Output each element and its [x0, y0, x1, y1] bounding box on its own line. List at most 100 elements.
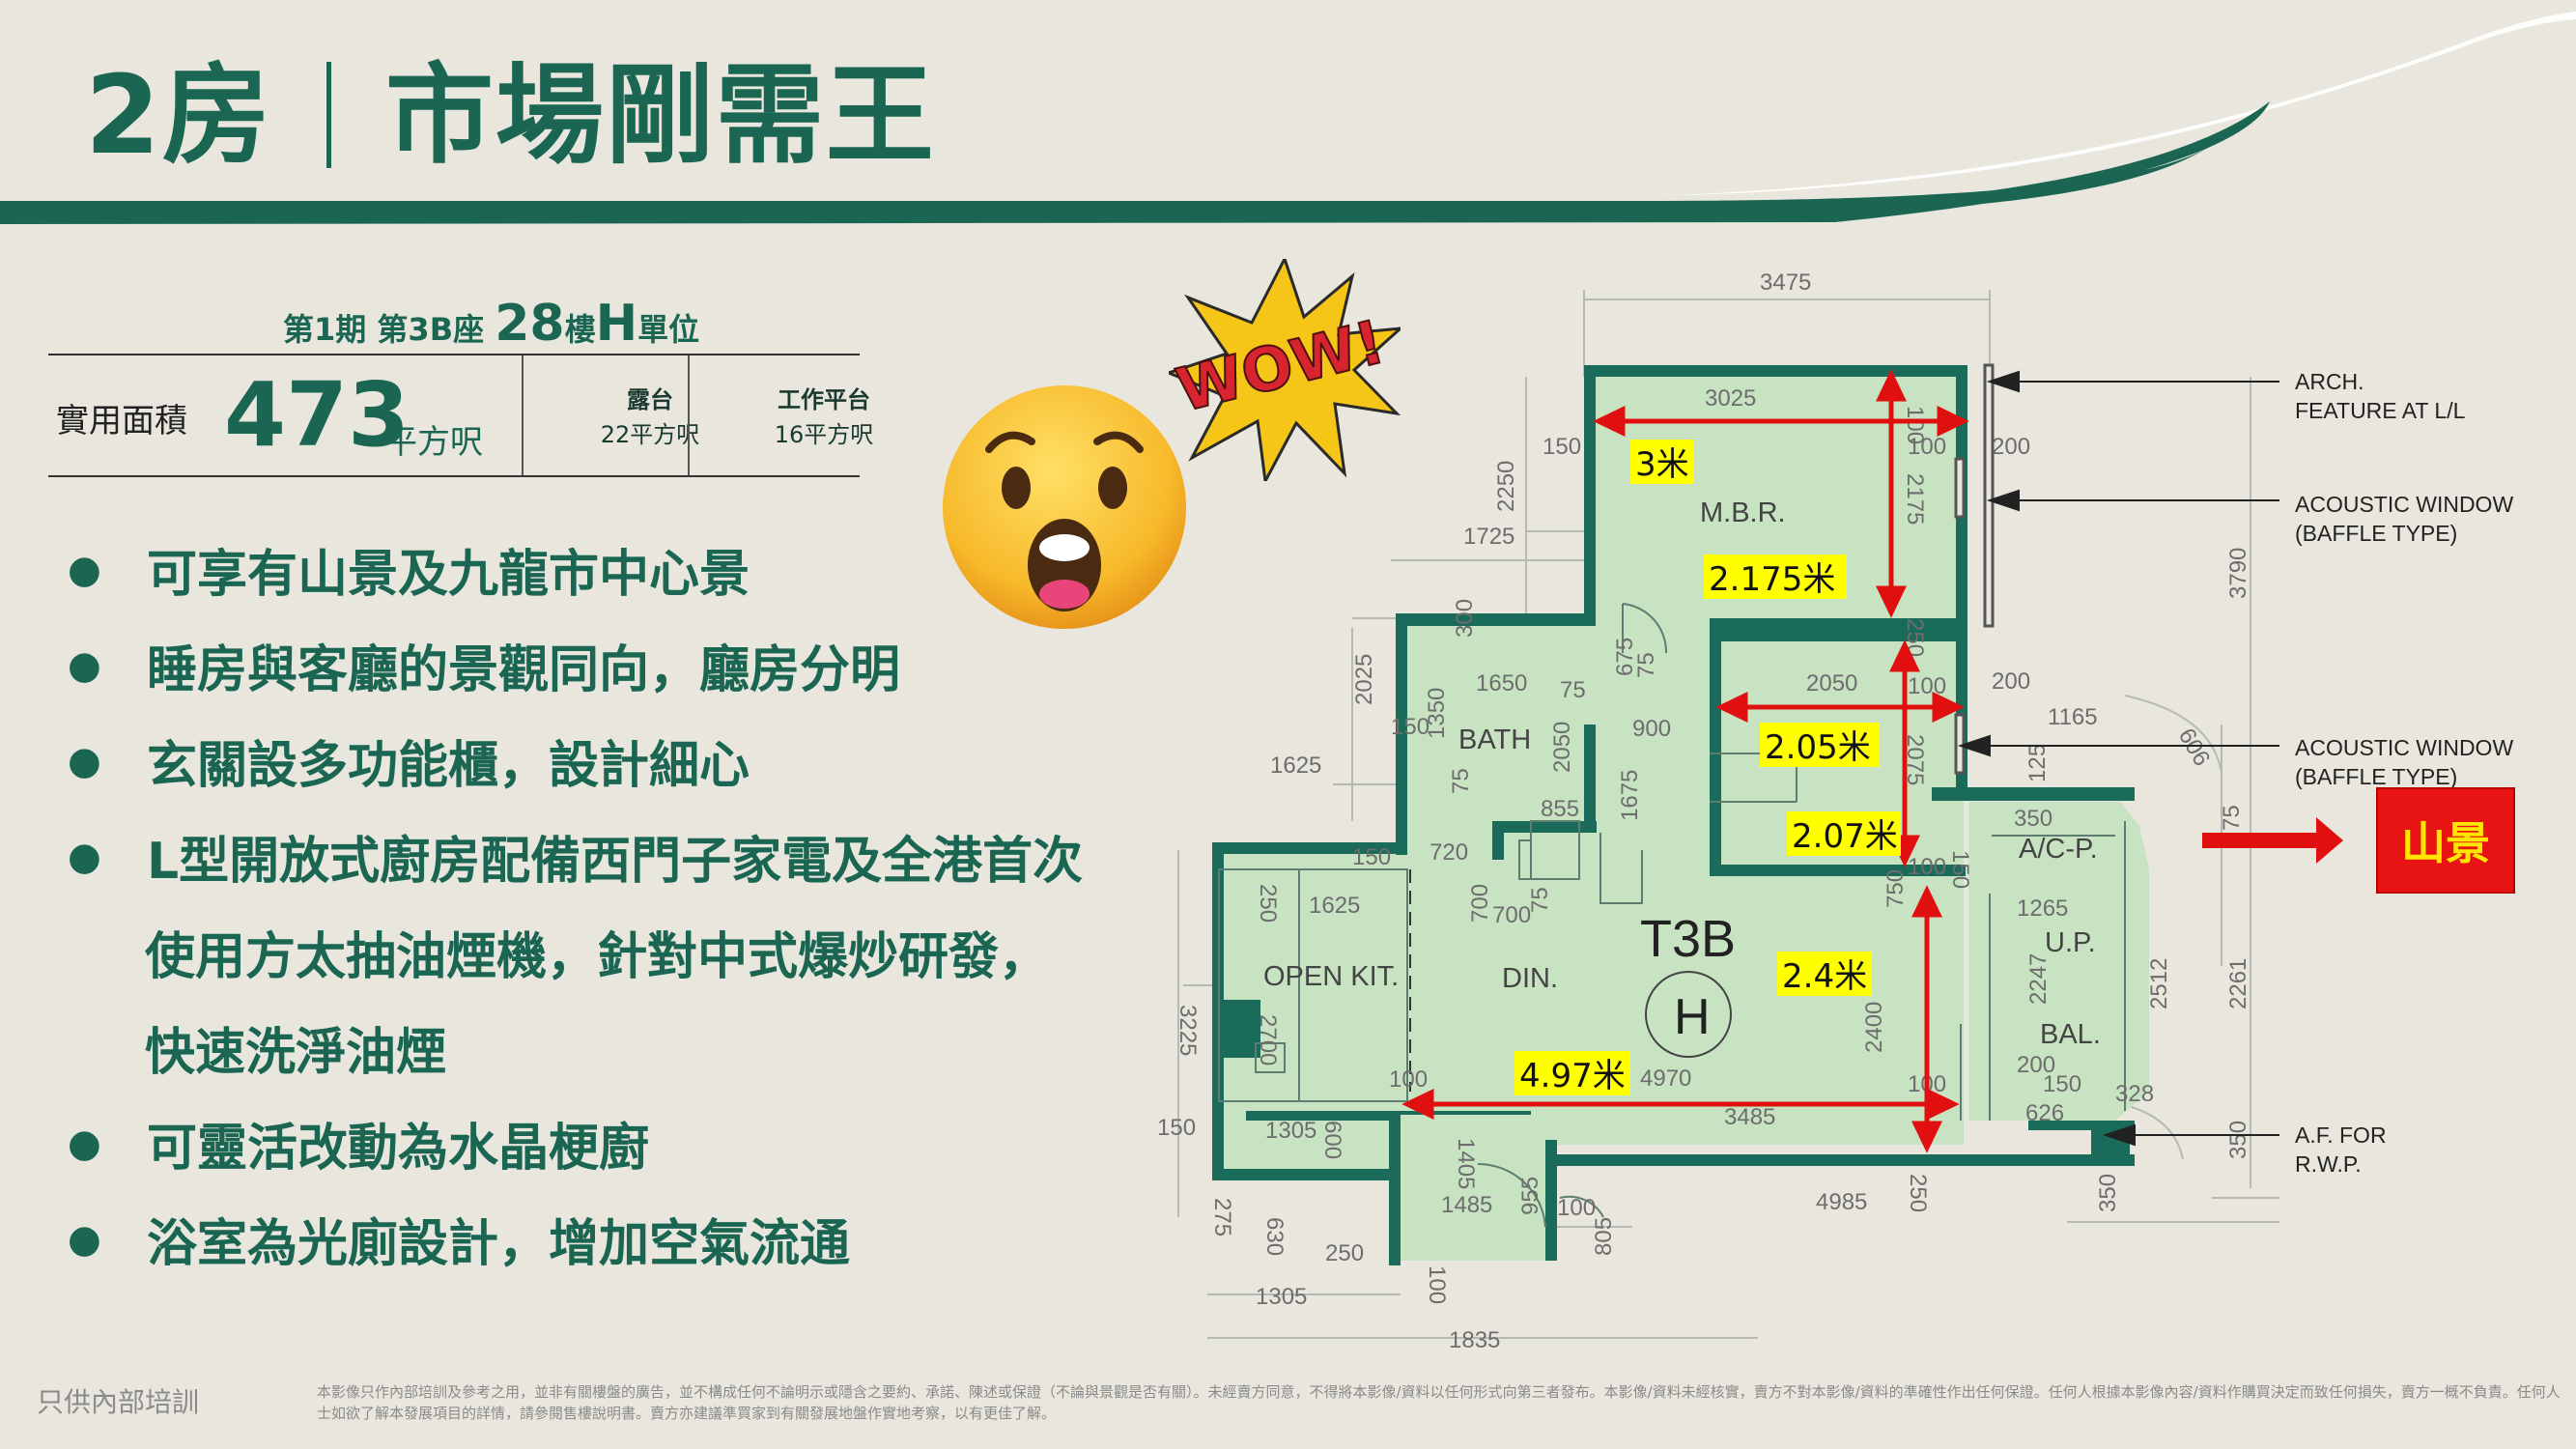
note-rwp: R.W.P.	[2295, 1151, 2362, 1177]
balcony-area: 露台 22平方呎	[568, 383, 732, 452]
feature-list: ●可享有山景及九龍市中心景 ●睡房與客廳的景觀同向，廳房分明 ●玄關設多功能櫃，…	[66, 522, 1167, 1287]
note-af: A.F. FOR	[2295, 1122, 2387, 1148]
mountain-view-label: 山景	[2376, 787, 2515, 894]
dimension-label: 250	[1905, 1174, 1931, 1212]
dimension-label: 2261	[2225, 958, 2251, 1009]
floor-unit: 樓	[564, 311, 596, 348]
dimension-label: 1835	[1449, 1327, 1500, 1353]
wow-burst-icon: WOW!	[1169, 259, 1401, 481]
list-item-text: 使用方太抽油煙機，針對中式爆炒研發，	[145, 928, 1050, 986]
dimension-label: 75	[1527, 887, 1553, 913]
dimension-label: 2025	[1351, 654, 1377, 705]
dimension-label: 100	[1389, 1066, 1428, 1093]
dimension-label: 150	[2043, 1071, 2081, 1097]
note-feature: FEATURE AT L/L	[2295, 398, 2466, 423]
room-label-kitchen: OPEN KIT.	[1263, 961, 1399, 992]
dimension-label: 1405	[1453, 1138, 1479, 1189]
room-label-acp: A/C-P.	[2019, 834, 2098, 865]
area-table: 實用面積 473 平方呎 露台 22平方呎 工作平台 16平方呎	[48, 354, 873, 477]
dimension-label: 1165	[2048, 704, 2098, 730]
title-tagline: 市場剛需王	[384, 53, 936, 179]
list-item: ●可靈活改動為水晶梗廚	[66, 1095, 1167, 1191]
dimension-label: 1625	[1309, 893, 1360, 919]
list-item: ●睡房與客廳的景觀同向，廳房分明	[66, 617, 1167, 713]
list-item: ● L型開放式廚房配備西門子家電及全港首次	[66, 809, 1167, 904]
block-text: 第3B座	[377, 311, 485, 348]
dimension-label: 75	[1633, 652, 1659, 678]
list-item-text: L型開放式廚房配備西門子家電及全港首次	[147, 833, 1084, 891]
list-item: ● 玄關設多功能櫃，設計細心	[66, 713, 1167, 809]
room-label-up: U.P.	[2045, 927, 2096, 958]
dimension-label: 100	[1908, 673, 1946, 699]
dimension-label: 150	[1159, 1115, 1196, 1141]
list-item-continued: 快速洗淨油煙	[66, 1000, 1167, 1095]
dimension-label: 1625	[1270, 753, 1321, 779]
dimension-label: 328	[2115, 1081, 2154, 1107]
floor-plan: M.B.R. BATH OPEN KIT. DIN. A/C-P. U.P. B…	[1159, 270, 2513, 1353]
dimension-label: 1675	[1617, 770, 1643, 821]
dimension-label: 2247	[2025, 953, 2052, 1005]
dimension-label: 2250	[1493, 461, 1519, 512]
living-width-label: 2.4米	[1782, 957, 1867, 996]
bullet-icon: ●	[68, 834, 101, 879]
page-title: 2房市場剛需王	[85, 39, 936, 193]
platform-area: 工作平台 16平方呎	[742, 383, 906, 452]
dimension-label: 250	[1255, 884, 1281, 923]
balcony-value: 22平方呎	[600, 421, 700, 448]
dimension-label: 3790	[2225, 548, 2251, 599]
dimension-label: 630	[1261, 1217, 1288, 1256]
unit-code: T3B	[1640, 910, 1736, 968]
room-label-dining: DIN.	[1502, 963, 1558, 994]
dimension-label: 1725	[1463, 524, 1514, 550]
unit-letter: H	[1674, 989, 1711, 1045]
note-acoustic-window: ACOUSTIC WINDOW	[2295, 492, 2513, 517]
measurement-arrows	[1401, 369, 1969, 1153]
dimension-label: 300	[1452, 599, 1478, 638]
dimension-label: 1485	[1441, 1192, 1492, 1218]
note-acoustic-window: ACOUSTIC WINDOW	[2295, 735, 2513, 760]
dimension-label: 75	[2219, 805, 2245, 831]
internal-use-note: 只供內部培訓	[37, 1386, 200, 1418]
bullet-icon: ●	[68, 1216, 101, 1262]
dimension-label: 75	[1448, 768, 1474, 794]
plan-notes: ARCH. FEATURE AT L/L ACOUSTIC WINDOW (BA…	[2295, 369, 2513, 1177]
dimension-label: 3475	[1760, 270, 1811, 296]
interior-lines	[1218, 603, 2126, 1228]
flat-letter: H	[595, 295, 638, 353]
dimension-label: 100	[1908, 854, 1946, 880]
flat-unit: 單位	[637, 311, 700, 348]
unit-location: 第1期 第3B座 28樓H單位	[283, 290, 699, 363]
list-item-text: 快速洗淨油煙	[145, 1024, 447, 1082]
dimension-label: 805	[1591, 1217, 1617, 1256]
dimension-label: 150	[1947, 850, 1973, 889]
dimension-label: 100	[1902, 406, 1928, 444]
list-item-continued: 使用方太抽油煙機，針對中式爆炒研發，	[66, 904, 1167, 1000]
dimension-label: 3485	[1724, 1104, 1775, 1130]
bullet-icon: ●	[68, 738, 101, 783]
dimension-label: 626	[2025, 1100, 2064, 1126]
dimension-label: 75	[1560, 677, 1586, 703]
view-arrow-icon	[2202, 817, 2343, 864]
list-item: ●可享有山景及九龍市中心景	[66, 522, 1167, 617]
floor-number: 28	[495, 295, 565, 353]
list-item: ●浴室為光廁設計，增加空氣流通	[66, 1191, 1167, 1287]
dimension-label: 3025	[1705, 385, 1756, 412]
saleable-area-value: 473	[224, 363, 410, 467]
dimension-label: 3225	[1175, 1005, 1201, 1056]
list-item-text: 玄關設多功能櫃，設計細心	[147, 737, 750, 795]
dimension-label: 2050	[1806, 670, 1857, 696]
platform-value: 16平方呎	[774, 421, 874, 448]
dimension-labels: 3475 3025 150 100 100 200 2175 2250 1725…	[1159, 270, 2251, 1353]
title-divider	[326, 62, 331, 169]
room2-width-label: 2.05米	[1765, 728, 1871, 767]
list-item-text: 可享有山景及九龍市中心景	[147, 546, 750, 604]
dimension-label: 720	[1430, 839, 1468, 866]
mbr-depth-label: 2.175米	[1709, 560, 1835, 599]
dimension-label: 2050	[1549, 722, 1575, 773]
dimension-label: 2512	[2146, 958, 2172, 1009]
room-label-mbr: M.B.R.	[1700, 497, 1786, 528]
dimension-label: 275	[1209, 1198, 1235, 1236]
dimension-label: 1305	[1256, 1284, 1307, 1310]
dimension-label: 2700	[1255, 1014, 1281, 1065]
